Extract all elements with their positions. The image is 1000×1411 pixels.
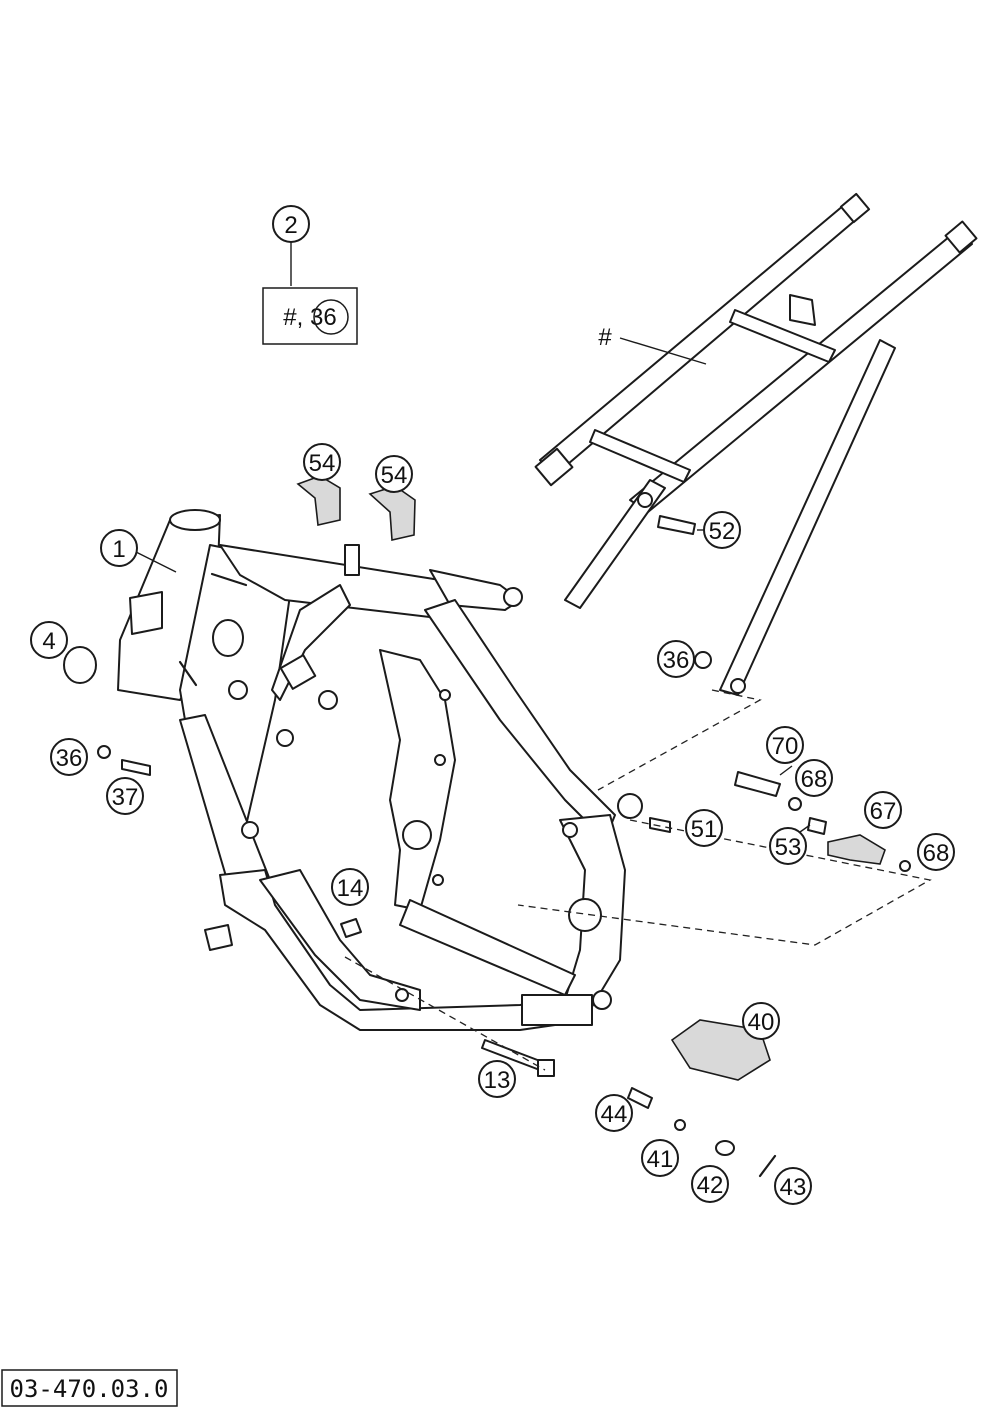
svg-text:70: 70	[772, 733, 799, 760]
subframe	[534, 192, 978, 696]
svg-text:2: 2	[284, 212, 297, 239]
svg-text:54: 54	[309, 450, 336, 477]
callout-42: 42	[691, 1165, 729, 1203]
callout-13: 13	[478, 1060, 516, 1098]
callout-52: 52	[703, 511, 741, 549]
callout-43: 43	[774, 1167, 812, 1205]
svg-text:52: 52	[709, 518, 736, 545]
leader-lines	[135, 242, 811, 833]
callout-44: 44	[595, 1094, 633, 1132]
callout-68-a: 68	[795, 759, 833, 797]
callout-2: 2	[272, 205, 310, 243]
callout-53: 53	[769, 827, 807, 865]
callout-36-right: 36	[657, 640, 695, 678]
svg-text:44: 44	[601, 1101, 628, 1128]
svg-text:1: 1	[112, 536, 125, 563]
svg-text:43: 43	[780, 1174, 807, 1201]
svg-text:14: 14	[337, 875, 364, 902]
assembly-dash-lines	[344, 689, 932, 1071]
callout-67: 67	[864, 791, 902, 829]
callout-1: 1	[100, 529, 138, 567]
callout-4: 4	[30, 621, 68, 659]
svg-text:#: #	[598, 324, 612, 351]
callout-2-box: #, 36	[262, 287, 358, 345]
svg-text:#, 36: #, 36	[283, 304, 336, 331]
callout-51: 51	[685, 809, 723, 847]
callout-37: 37	[106, 777, 144, 815]
svg-text:54: 54	[381, 462, 408, 489]
callout-14: 14	[331, 868, 369, 906]
svg-text:13: 13	[484, 1067, 511, 1094]
callout-subframe-mark: #	[598, 324, 612, 351]
callout-40: 40	[742, 1002, 780, 1040]
svg-text:68: 68	[801, 766, 828, 793]
small-parts	[63, 475, 911, 1178]
svg-text:36: 36	[663, 647, 690, 674]
callout-54-b: 54	[375, 455, 413, 493]
svg-text:40: 40	[748, 1009, 775, 1036]
callout-68-b: 68	[917, 833, 955, 871]
callout-41: 41	[641, 1139, 679, 1177]
callout-36-left: 36	[50, 738, 88, 776]
svg-text:4: 4	[42, 628, 55, 655]
svg-text:03-470.03.0: 03-470.03.0	[10, 1375, 169, 1403]
svg-text:41: 41	[647, 1146, 674, 1173]
svg-text:36: 36	[56, 745, 83, 772]
svg-text:51: 51	[691, 816, 718, 843]
callout-70: 70	[766, 726, 804, 764]
svg-text:42: 42	[697, 1172, 724, 1199]
main-frame	[117, 509, 643, 1031]
svg-text:37: 37	[112, 784, 139, 811]
svg-text:67: 67	[870, 798, 897, 825]
svg-text:68: 68	[923, 840, 950, 867]
document-number: 03-470.03.0	[1, 1369, 178, 1407]
svg-text:53: 53	[775, 834, 802, 861]
callout-54-a: 54	[303, 443, 341, 481]
